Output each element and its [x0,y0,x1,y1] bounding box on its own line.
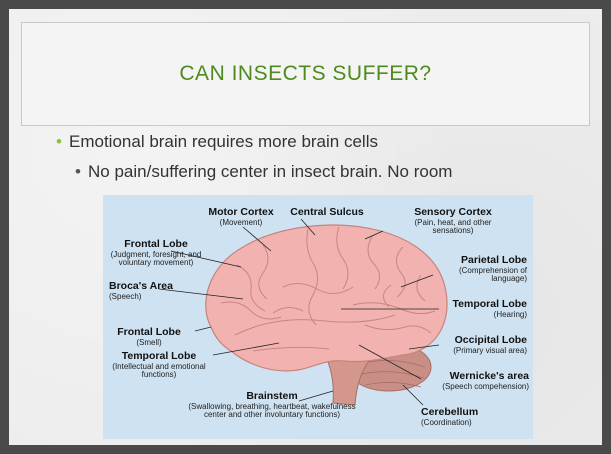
label-temporal-lobe-right: Temporal Lobe (Hearing) [429,299,527,319]
label-wernickes-area: Wernicke's area (Speech compehension) [419,371,529,391]
label-brocas-area: Broca's Area (Speech) [109,281,189,301]
label-occipital-lobe: Occipital Lobe (Primary visual area) [421,335,527,355]
bullet-marker-icon: • [56,130,62,154]
label-cerebellum: Cerebellum (Coordination) [421,407,521,427]
slide-title: CAN INSECTS SUFFER? [179,62,431,86]
title-box: CAN INSECTS SUFFER? [21,22,590,126]
bullet-item-level-1: • Emotional brain requires more brain ce… [56,130,576,154]
label-frontal-lobe-bottom: Frontal Lobe (Smell) [107,327,191,347]
bullet-text: Emotional brain requires more brain cell… [69,132,378,151]
label-sensory-cortex: Sensory Cortex (Pain, heat, and other se… [403,207,503,235]
bullet-item-level-2: • No pain/suffering center in insect bra… [75,160,576,184]
bullet-marker-icon: • [75,160,81,184]
label-motor-cortex: Motor Cortex (Movement) [195,207,287,227]
label-temporal-lobe-left: Temporal Lobe (Intellectual and emotiona… [107,351,211,379]
brain-diagram-figure: Motor Cortex (Movement) Central Sulcus S… [103,195,533,439]
slide-body: CAN INSECTS SUFFER? • Emotional brain re… [9,9,602,445]
bullet-list: • Emotional brain requires more brain ce… [56,130,576,184]
label-central-sulcus: Central Sulcus [281,207,373,218]
label-parietal-lobe: Parietal Lobe (Comprehension of language… [429,255,527,283]
label-brainstem: Brainstem (Swallowing, breathing, heartb… [183,391,361,419]
label-frontal-lobe-top: Frontal Lobe (Judgment, foresight, and v… [105,239,207,267]
bullet-text: No pain/suffering center in insect brain… [88,162,452,181]
